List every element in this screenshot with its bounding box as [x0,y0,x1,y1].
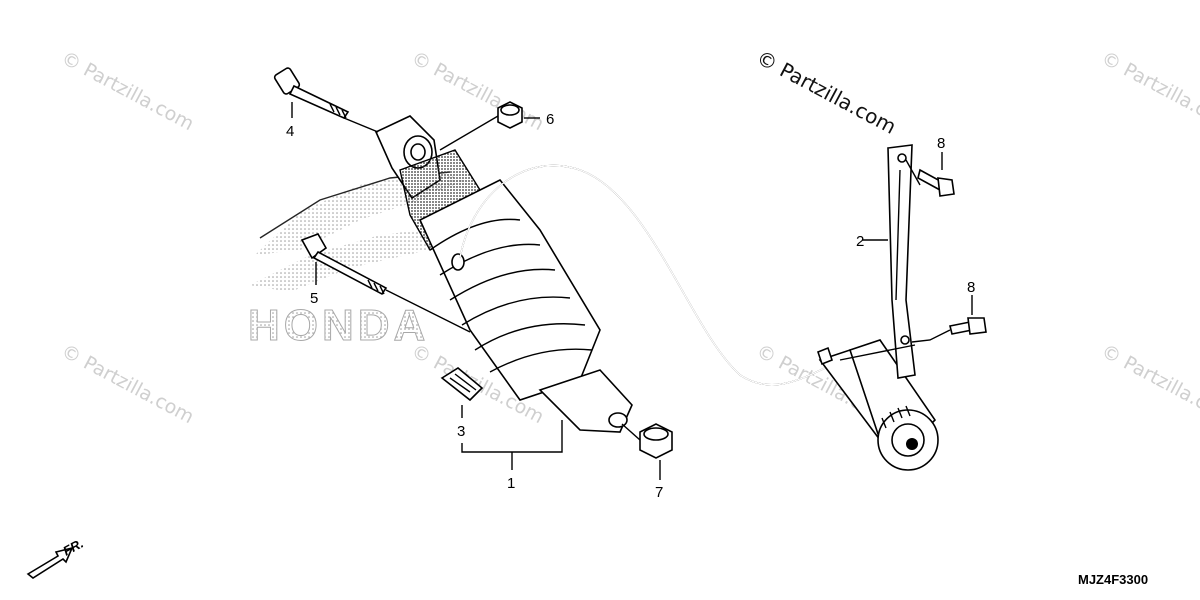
callout-7: 7 [655,484,663,501]
callout-6: 6 [546,111,554,128]
callout-1: 1 [507,475,515,492]
bolt-8-upper[interactable] [917,168,955,197]
nut-6[interactable] [497,101,523,129]
front-arrow-icon: FR. [26,536,86,579]
nut-7[interactable] [639,423,673,459]
watermark-text: © Partzilla.com [58,340,198,428]
bolt-5[interactable] [300,233,388,296]
callout-2: 2 [856,233,864,250]
bracket-2[interactable] [887,144,916,379]
callout-5: 5 [310,290,318,307]
honda-logo-text: HONDA [248,301,429,350]
partzilla-brand-text: © Partzilla.com [753,45,901,139]
watermark-text: © Partzilla.com [1098,340,1200,428]
bolt-4[interactable] [273,67,350,120]
preload-adjuster[interactable] [817,339,939,471]
shock-absorber-1[interactable] [374,115,633,433]
clip-3[interactable] [440,367,484,402]
watermark-text: © Partzilla.com [408,47,548,135]
callout-8-lower: 8 [967,279,975,296]
watermark-text: © Partzilla.com [1098,47,1200,135]
bolt-8-lower[interactable] [949,317,987,335]
watermark-text: © Partzilla.com [58,47,198,135]
leader-lines [291,102,973,480]
callout-4: 4 [286,123,294,140]
callout-3: 3 [457,423,465,440]
diagram-code: MJZ4F3300 [1078,572,1148,587]
callout-8-upper: 8 [937,135,945,152]
watermark-group: © Partzilla.com © Partzilla.com © Partzi… [58,45,1200,428]
